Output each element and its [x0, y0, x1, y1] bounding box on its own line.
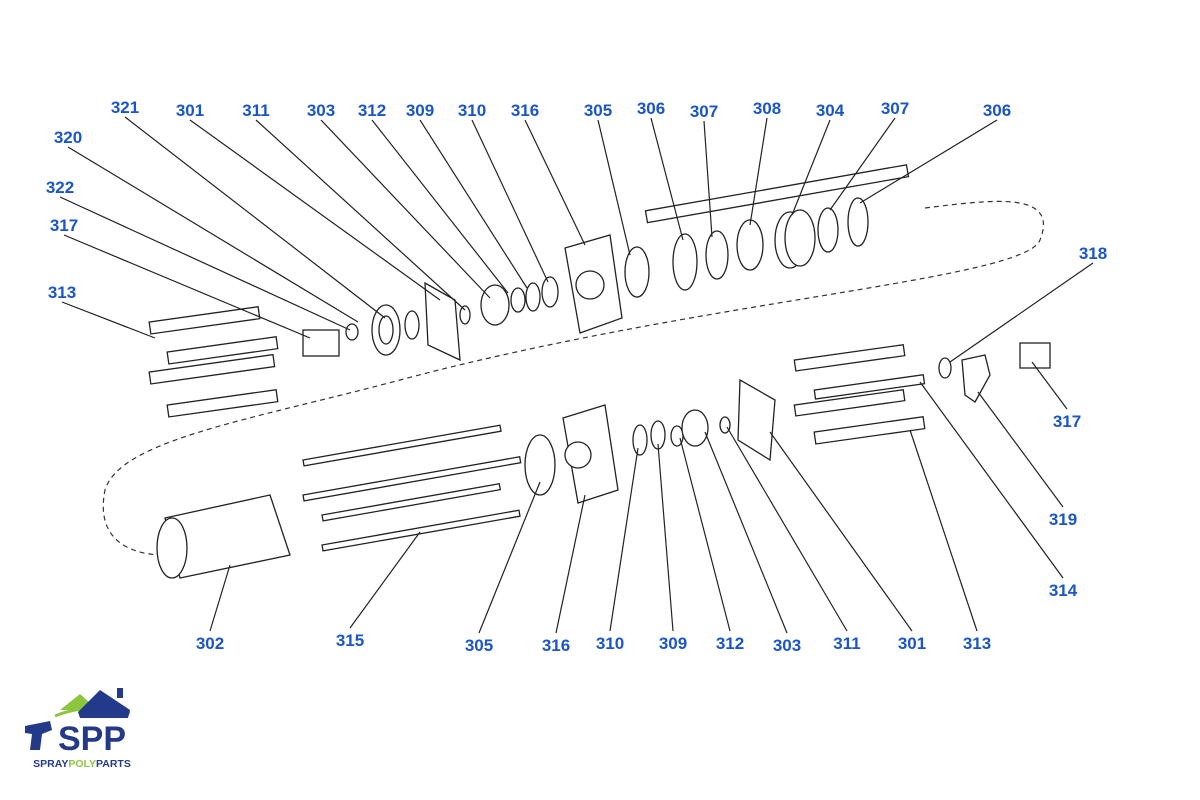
leader-line — [791, 119, 831, 216]
leader-line — [909, 429, 978, 632]
part-label: 315 — [336, 631, 364, 650]
leader-line — [524, 119, 586, 246]
part-label: 309 — [406, 101, 434, 120]
part-label: 310 — [458, 101, 486, 120]
part-label: 311 — [833, 634, 860, 653]
part-label: 311 — [242, 101, 269, 120]
leader-line — [255, 119, 466, 311]
leader-line — [209, 564, 231, 632]
part-label: 306 — [983, 101, 1011, 120]
part-label: 320 — [54, 128, 82, 147]
bottom-assembly — [156, 342, 1051, 579]
leader-line — [555, 494, 586, 634]
leader-line — [749, 117, 768, 226]
part-label: 303 — [307, 101, 335, 120]
leader-line — [609, 447, 639, 632]
part-label: 303 — [773, 636, 801, 655]
logo-spray: SPRAY — [33, 758, 68, 770]
leader-line — [61, 301, 156, 339]
part-label: 305 — [584, 101, 612, 120]
part-label: 308 — [753, 99, 781, 118]
leader-line — [63, 234, 311, 339]
leader-line — [657, 443, 674, 632]
part-label: 307 — [881, 99, 909, 118]
leader-line — [704, 431, 788, 634]
leader-line — [471, 119, 549, 283]
top-assembly — [148, 164, 910, 418]
leader-line — [419, 119, 528, 289]
leader-line — [726, 426, 848, 632]
leader-line — [977, 391, 1064, 508]
part-label: 317 — [50, 216, 78, 235]
logo-parts: PARTS — [96, 758, 131, 770]
part-label: 306 — [637, 99, 665, 118]
leader-line — [829, 117, 896, 211]
leader-line — [124, 116, 386, 319]
leader-line — [679, 437, 731, 632]
part-label: 313 — [963, 634, 991, 653]
assembly-path-dashed — [102, 200, 1044, 556]
logo-poly: POLY — [68, 758, 96, 770]
part-label: 309 — [659, 634, 687, 653]
part-label: 301 — [176, 101, 204, 120]
leader-line — [349, 531, 421, 629]
leader-line — [919, 381, 1064, 579]
part-label: 307 — [690, 102, 718, 121]
leader-line — [59, 196, 351, 331]
leader-line — [949, 262, 1094, 363]
part-label: 316 — [511, 101, 539, 120]
leader-lines — [59, 116, 1094, 634]
part-label: 312 — [358, 101, 386, 120]
leader-line — [371, 119, 509, 294]
part-label: 312 — [716, 634, 744, 653]
part-label: 321 — [111, 98, 139, 117]
part-label: 313 — [48, 283, 76, 302]
part-label: 319 — [1049, 510, 1077, 529]
leader-line — [769, 431, 913, 632]
part-label: 316 — [542, 636, 570, 655]
part-label: 301 — [898, 634, 926, 653]
leader-line — [703, 120, 713, 238]
part-label: 310 — [596, 634, 624, 653]
leader-line — [597, 119, 631, 256]
part-label: 304 — [816, 101, 845, 120]
leader-line — [859, 119, 998, 204]
spraypolyparts-logo: SPP SPRAYPOLYPARTS — [25, 688, 131, 770]
part-label: 317 — [1053, 412, 1081, 431]
part-label: 302 — [196, 634, 224, 653]
part-label: 314 — [1049, 581, 1078, 600]
logo-spp-text: SPP — [58, 720, 126, 758]
part-label: 318 — [1079, 244, 1107, 263]
leader-line — [478, 481, 541, 634]
leader-line — [1031, 361, 1068, 410]
part-labels: 321 301 311 303 312 309 310 316 305 306 307 308 304 3… — [46, 98, 1107, 655]
leader-line — [67, 146, 359, 323]
part-label: 322 — [46, 178, 74, 197]
leader-line — [189, 119, 441, 301]
svg-text:SPRAYPOLYPARTS: SPRAYPOLYPARTS — [33, 758, 131, 770]
leader-line — [650, 117, 684, 241]
leader-line — [320, 119, 491, 299]
part-label: 305 — [465, 636, 493, 655]
